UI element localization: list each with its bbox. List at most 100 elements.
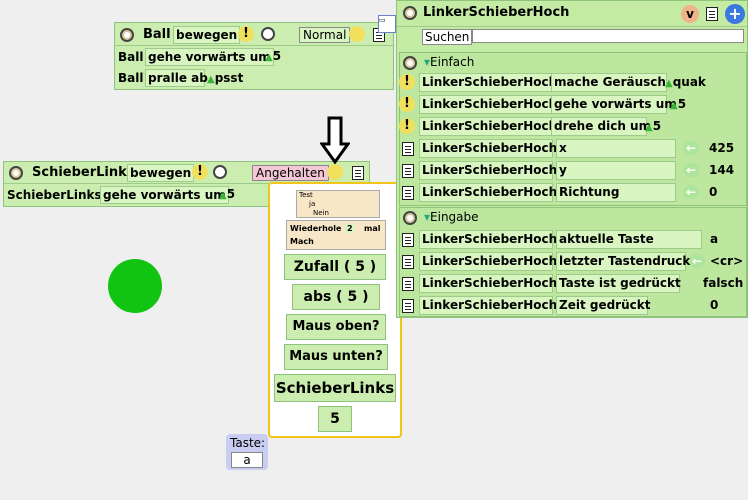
row-object: LinkerSchieberHochs <box>419 230 564 249</box>
assign-arrow-icon[interactable]: ← <box>689 254 705 268</box>
repeat-tile[interactable]: Wiederhole 2 mal Mach <box>286 220 386 250</box>
step-button[interactable] <box>213 165 227 179</box>
key-value: a <box>231 452 263 468</box>
command-tile[interactable]: gehe vorwärts um <box>100 186 229 204</box>
variable-name[interactable]: Taste ist gedrückt <box>556 274 681 293</box>
menu-circle-icon[interactable] <box>120 28 134 42</box>
script-doc-icon[interactable] <box>402 142 414 156</box>
variable-name[interactable]: Richtung <box>556 183 676 202</box>
script-doc-icon[interactable] <box>706 7 718 21</box>
status-badge[interactable]: Angehalten <box>252 165 329 181</box>
variable-name[interactable]: aktuelle Taste <box>556 230 702 249</box>
key-label: Taste: <box>230 436 266 450</box>
search-input[interactable] <box>472 29 744 43</box>
viewer-title: LinkerSchieberHoch <box>423 5 570 20</box>
script-doc-icon[interactable] <box>402 299 414 313</box>
assign-arrow-icon[interactable]: ← <box>683 141 699 155</box>
row-object: LinkerSchieberHoch <box>419 117 557 136</box>
script-doc-icon[interactable] <box>402 277 414 291</box>
number-tile[interactable]: 5 <box>318 406 352 432</box>
variable-value[interactable]: 425 <box>709 141 735 155</box>
category-menu-icon[interactable] <box>403 56 417 70</box>
variable-value[interactable]: 0 <box>709 185 718 199</box>
script-doc-icon[interactable] <box>402 255 414 269</box>
test-label: Test <box>299 191 313 199</box>
add-icon[interactable]: + <box>725 4 745 24</box>
row-object: LinkerSchieberHoch <box>419 95 557 114</box>
panel-title: SchieberLinks <box>32 165 135 180</box>
mode-tile[interactable]: bewegen <box>173 26 241 44</box>
command-tile[interactable]: gehe vorwärts um <box>145 48 274 66</box>
mode-tile[interactable]: bewegen <box>127 164 195 182</box>
number-value[interactable]: ▲5 <box>219 187 236 201</box>
pack-icon[interactable] <box>327 164 343 180</box>
divider <box>397 26 747 27</box>
row-object: LinkerSchieberHoch <box>419 73 557 92</box>
command-tile[interactable]: pralle ab <box>145 69 208 87</box>
menu-circle-icon[interactable] <box>9 166 23 180</box>
warning-icon[interactable]: ! <box>399 74 415 90</box>
variable-value[interactable]: <cr> <box>710 254 744 268</box>
row-object: LinkerSchieberHochs <box>419 252 564 271</box>
assign-arrow-icon[interactable]: ← <box>683 185 699 199</box>
panel-title: Ball <box>143 27 171 42</box>
random-value[interactable]: 5 <box>355 259 365 275</box>
warning-icon[interactable]: ! <box>399 96 415 112</box>
assign-arrow-icon[interactable]: ← <box>683 163 699 177</box>
row-object: LinkerSchieberHochs <box>419 183 564 202</box>
step-button[interactable] <box>261 27 275 41</box>
ja-label: ja <box>309 200 316 208</box>
command-tile[interactable]: drehe dich um <box>551 117 651 136</box>
variable-value: falsch <box>703 276 744 290</box>
category-label[interactable]: ▾Eingabe <box>424 210 479 224</box>
abs-label: abs <box>303 289 332 305</box>
script-doc-icon[interactable] <box>402 164 414 178</box>
test-tile[interactable]: Test ja Nein <box>296 190 380 218</box>
repeat-count[interactable]: 2 <box>345 224 355 233</box>
mouse-up-tile[interactable]: Maus oben? <box>286 314 386 340</box>
abs-tile[interactable]: abs ( 5 ) <box>292 284 380 310</box>
menu-circle-icon[interactable] <box>403 6 417 20</box>
number-value[interactable]: ▲5 <box>645 119 662 133</box>
warning-icon[interactable]: ! <box>192 164 208 180</box>
script-doc-icon[interactable] <box>352 166 364 180</box>
category-label[interactable]: ▾Einfach <box>424 55 475 69</box>
sound-value[interactable]: ▲psst <box>207 71 244 85</box>
number-value[interactable]: ▲5 <box>265 49 282 63</box>
variable-value[interactable]: 144 <box>709 163 735 177</box>
row-object: LinkerSchieberHochs <box>419 296 564 315</box>
command-tile[interactable]: mache Geräusch <box>551 73 667 92</box>
row-object: SchieberLinks <box>7 188 102 202</box>
key-watcher[interactable]: Taste: a <box>226 434 268 470</box>
search-button[interactable]: Suchen <box>422 29 473 45</box>
ball-sprite[interactable] <box>108 259 162 313</box>
abs-value[interactable]: 5 <box>347 289 358 305</box>
chevron-down-icon[interactable]: v <box>681 5 699 23</box>
pack-icon[interactable] <box>349 26 365 42</box>
speed-badge[interactable]: Normal <box>299 27 351 43</box>
object-viewer: LinkerSchieberHoch v + Suchen ▾Einfach ▾… <box>396 0 748 318</box>
random-tile[interactable]: Zufall ( 5 ) <box>284 254 386 280</box>
command-tile[interactable]: gehe vorwärts um <box>551 95 677 114</box>
variable-name[interactable]: letzter Tastendruck <box>556 252 690 271</box>
number-value[interactable]: ▲5 <box>670 97 687 111</box>
down-arrow-icon <box>320 116 350 164</box>
category-menu-icon[interactable] <box>403 211 417 225</box>
mouse-down-tile[interactable]: Maus unten? <box>284 344 388 370</box>
object-tile[interactable]: SchieberLinks <box>274 374 396 402</box>
divider <box>4 183 369 184</box>
sound-value[interactable]: ▲quak <box>665 75 706 89</box>
window-tab-icon[interactable]: ▭ <box>378 15 396 33</box>
variable-name[interactable]: y <box>556 161 676 180</box>
nein-label: Nein <box>313 209 329 217</box>
script-doc-icon[interactable] <box>402 233 414 247</box>
warning-icon[interactable]: ! <box>399 118 415 134</box>
variable-name[interactable]: Zeit gedrückt <box>556 296 650 315</box>
row-object: LinkerSchieberHochs <box>419 139 564 158</box>
row-object: Ball <box>118 50 144 64</box>
variable-value: 0 <box>710 298 719 312</box>
warning-icon[interactable]: ! <box>238 26 254 42</box>
variable-name[interactable]: x <box>556 139 676 158</box>
script-doc-icon[interactable] <box>402 186 414 200</box>
variable-value: a <box>710 232 719 246</box>
